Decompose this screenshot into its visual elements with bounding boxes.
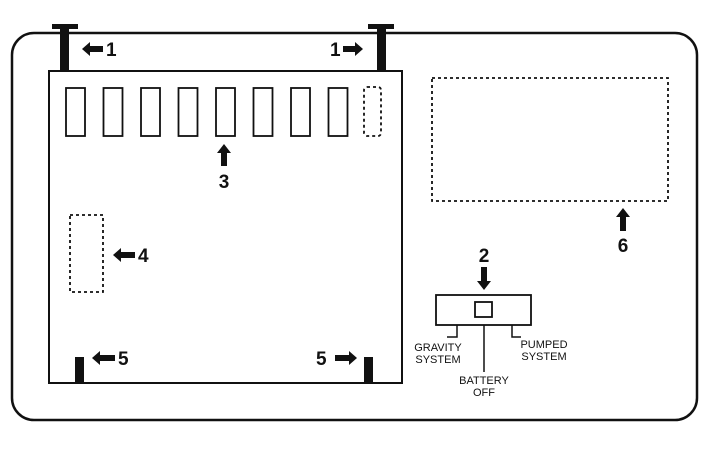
pumped-label-line2: SYSTEM [521,351,566,363]
top-left-post [52,24,78,72]
top-right-post [368,24,394,72]
slot [215,87,236,137]
pumped-leader [511,325,521,338]
arrow-5-right-icon [335,351,357,365]
battery-label-line1: BATTERY [459,375,509,387]
gravity-label-line1: GRAVITY [414,342,462,354]
selector-switch [435,294,532,372]
arrow-1-right-icon [343,42,363,56]
battery-label-line2: OFF [473,387,495,399]
slot [327,87,349,137]
switch-body [435,294,532,326]
callout-4: 4 [138,246,149,267]
slot [65,87,86,137]
callout-1-left: 1 [106,40,117,61]
callout-3: 3 [219,172,230,193]
module-box [48,70,403,384]
arrow-1-left-icon [82,42,103,56]
callout-6: 6 [618,236,629,257]
slot [252,87,274,137]
arrow-6-up-icon [616,208,630,231]
slot [140,87,161,137]
dotted-area-6 [431,77,669,202]
callout-1-right: 1 [330,40,341,61]
callout-5-left: 5 [118,349,129,370]
slot [177,87,199,137]
callout-5-right: 5 [316,349,327,370]
switch-knob [474,301,493,318]
arrow-5-left-icon [92,351,115,365]
outer-panel [10,31,699,422]
bottom-left-post [75,357,84,384]
gravity-leader [447,325,458,338]
bottom-right-post [364,357,373,384]
slot [102,87,124,137]
pumped-label-line1: PUMPED [520,339,567,351]
arrow-4-left-icon [113,248,135,262]
spare-slot-outline [363,86,382,137]
slot-row [65,87,349,137]
callout-2: 2 [479,246,490,267]
arrow-2-down-icon [477,267,491,290]
gravity-label-line2: SYSTEM [415,354,460,366]
arrow-3-up-icon [217,144,231,166]
slot [290,87,311,137]
dotted-area-4 [69,214,104,293]
